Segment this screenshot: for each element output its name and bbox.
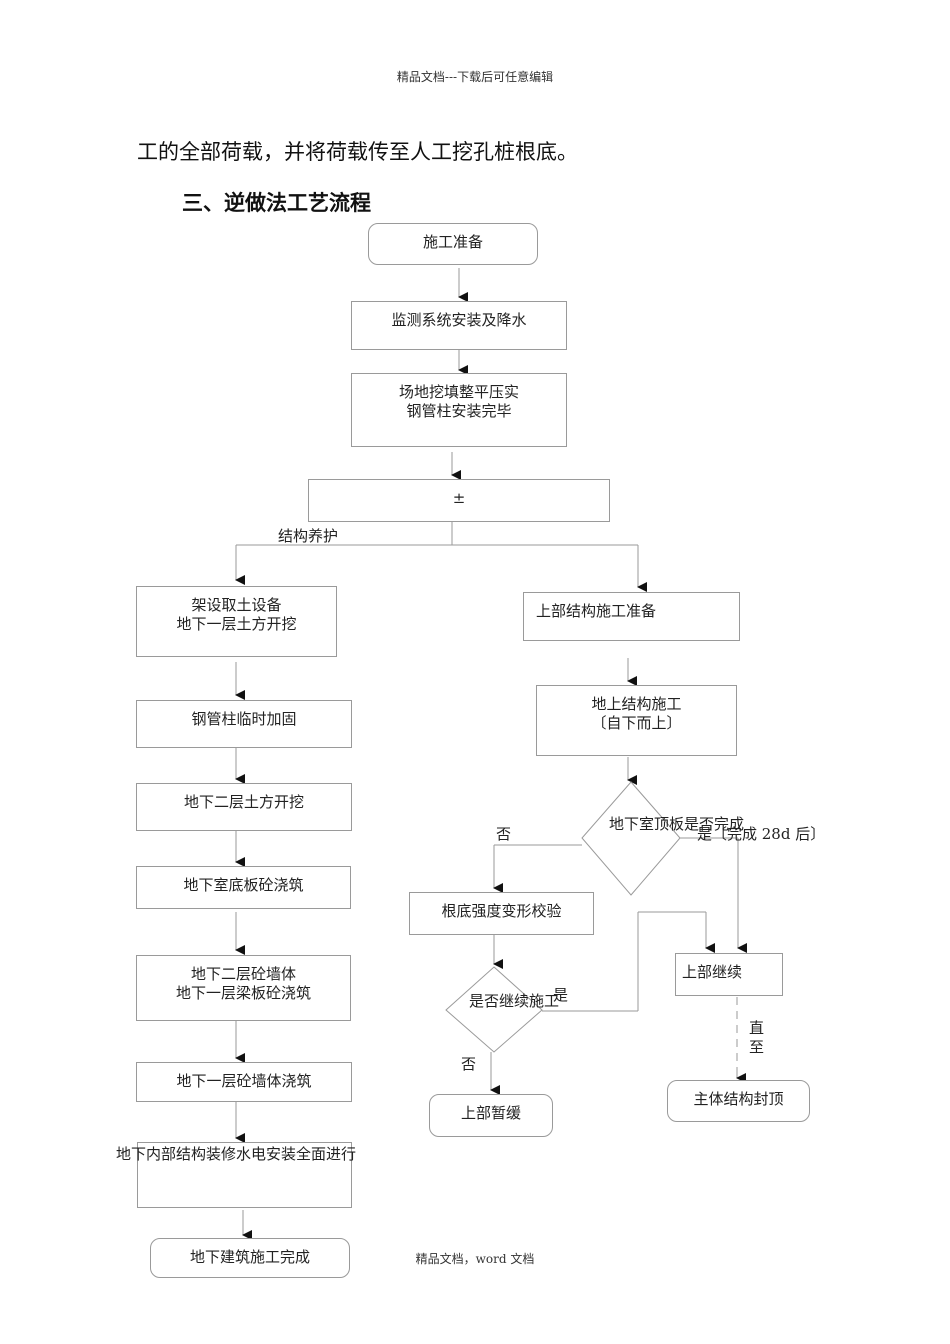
topping-box: 主体结构封顶 (667, 1080, 810, 1122)
until-label-1: 直 (749, 1019, 765, 1037)
page-footer: 精品文档，word 文档 (415, 1252, 535, 1266)
decision-roof-yes: 是〔完成 28d 后〕 (697, 825, 826, 843)
site-prep-box: 场地挖填整平压实 钢管柱安装完毕 (351, 373, 567, 447)
page-header: 精品文档---下载后可任意编辑 (396, 70, 554, 84)
decision-roof-no: 否 (496, 825, 512, 843)
complete-box: 地下建筑施工完成 (150, 1238, 350, 1278)
upper-continue-label: 上部继续 (682, 963, 743, 981)
above-ground-line2: 〔自下而上〕 (591, 714, 682, 732)
until-label-2: 至 (749, 1038, 765, 1056)
site-prep-line2: 钢管柱安装完毕 (406, 402, 512, 420)
foundation-check-label: 根底强度变形校验 (441, 902, 562, 920)
walls-line2: 地下一层梁板砼浇筑 (175, 984, 311, 1002)
decision-continue-label: 是否继续施工 (469, 992, 560, 1010)
b2-excavation-label: 地下二层土方开挖 (183, 793, 304, 811)
complete-label: 地下建筑施工完成 (189, 1248, 310, 1266)
excavation-line2: 地下一层土方开挖 (176, 615, 297, 633)
walls-line1: 地下二层砼墙体 (190, 965, 296, 983)
monitoring-box: 监测系统安装及降水 (351, 301, 567, 350)
body-paragraph: 工的全部荷载，并将荷载传至人工挖孔桩根底。 (137, 140, 578, 164)
upper-prep-label: 上部结构施工准备 (536, 602, 657, 620)
decision-continue-yes: 是 (553, 986, 569, 1004)
above-ground-box: 地上结构施工 〔自下而上〕 (536, 685, 737, 756)
section-heading: 三、逆做法工艺流程 (182, 191, 371, 215)
reinforce-box: 钢管柱临时加固 (136, 700, 352, 748)
foundation-check-box: 根底强度变形校验 (409, 892, 594, 935)
monitoring-label: 监测系统安装及降水 (391, 311, 527, 329)
upper-prep-box: 上部结构施工准备 (523, 592, 740, 641)
b1-walls-label: 地下一层砼墙体浇筑 (176, 1072, 312, 1090)
upper-pause-label: 上部暂缓 (460, 1104, 521, 1122)
upper-pause-box: 上部暂缓 (429, 1094, 553, 1137)
interior-label: 地下内部结构装修水电安装全面进行 (116, 1145, 357, 1163)
pm-box: ± (308, 479, 610, 522)
start-label: 施工准备 (422, 233, 483, 251)
decision-continue-diamond (445, 966, 543, 1053)
b2-excavation-box: 地下二层土方开挖 (136, 783, 352, 831)
curing-label: 结构养护 (278, 527, 339, 545)
excavation-box: 架设取土设备 地下一层土方开挖 (136, 586, 337, 657)
upper-continue-box: 上部继续 (675, 953, 783, 996)
decision-continue-no: 否 (461, 1055, 477, 1073)
site-prep-line1: 场地挖填整平压实 (398, 383, 519, 401)
decision-roof-diamond (581, 781, 681, 896)
excavation-line1: 架设取土设备 (191, 596, 282, 614)
start-box: 施工准备 (368, 223, 538, 265)
pm-label: ± (452, 489, 466, 507)
above-ground-line1: 地上结构施工 (591, 695, 682, 713)
reinforce-label: 钢管柱临时加固 (191, 710, 297, 728)
walls-box: 地下二层砼墙体 地下一层梁板砼浇筑 (136, 955, 351, 1021)
topping-label: 主体结构封顶 (693, 1090, 784, 1108)
floor-slab-label: 地下室底板砼浇筑 (183, 876, 304, 894)
floor-slab-box: 地下室底板砼浇筑 (136, 866, 351, 909)
b1-walls-box: 地下一层砼墙体浇筑 (136, 1062, 352, 1102)
decision-roof-label: 地下室顶板是否完成 (609, 815, 745, 833)
interior-box (137, 1142, 352, 1208)
